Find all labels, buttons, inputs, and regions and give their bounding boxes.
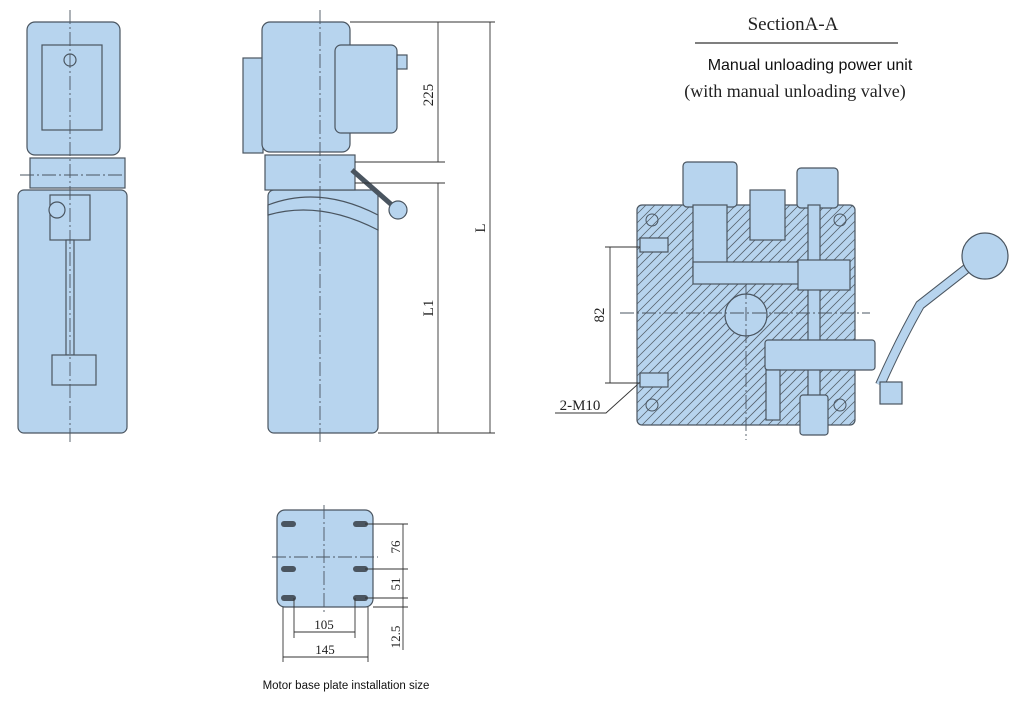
unloading-handle[interactable] — [875, 258, 979, 388]
hatch-line — [636, 204, 647, 215]
plug-bolt — [749, 189, 786, 241]
motor-end-cap — [242, 57, 264, 154]
unloading-valve — [764, 339, 876, 371]
drain-plug — [765, 369, 781, 421]
knob-icon — [48, 201, 66, 219]
dim-105: 105 — [314, 617, 334, 632]
hatch-line — [848, 418, 856, 426]
product-title: Manual unloading power unit — [708, 57, 913, 74]
hatch-line — [636, 204, 665, 233]
hatch-line — [636, 204, 656, 224]
handle-lever — [350, 168, 395, 208]
mount-hole-upper — [639, 237, 669, 253]
dim-l1: L1 — [421, 300, 437, 317]
label-2-m10: 2-M10 — [560, 398, 601, 414]
hatch-line — [830, 400, 856, 426]
handle-pivot — [879, 381, 903, 405]
handle-ball — [388, 200, 408, 220]
dim-l: L — [473, 223, 489, 232]
front-view — [17, 10, 128, 445]
tank — [267, 189, 379, 434]
junction-box — [334, 44, 398, 134]
pump-block — [264, 154, 356, 191]
side-view: 225 L1 L — [242, 10, 495, 445]
base-plate-view: 76 51 12.5 105 145 Motor base plate inst… — [263, 505, 430, 692]
pump-flange — [29, 157, 126, 189]
dim-145: 145 — [315, 642, 335, 657]
dim-82: 82 — [592, 308, 608, 323]
mounting-slots — [281, 521, 368, 601]
dim-12-5: 12.5 — [388, 626, 403, 649]
suction-filter — [51, 354, 97, 386]
tank-ridge — [267, 196, 379, 231]
base-plate-caption: Motor base plate installation size — [263, 680, 430, 692]
cable-gland — [396, 54, 408, 70]
product-subtitle: (with manual unloading valve) — [684, 81, 905, 102]
dim-76: 76 — [388, 540, 403, 554]
relief-valve-cap — [682, 161, 738, 208]
hatch-line — [636, 204, 818, 386]
base-plate — [276, 509, 374, 608]
hatch-line — [636, 204, 701, 269]
section-title: SectionA-A — [748, 14, 839, 35]
hatch-line — [636, 204, 674, 242]
check-valve — [797, 259, 851, 291]
dim-51: 51 — [388, 578, 403, 591]
mount-hole-lower — [639, 372, 669, 388]
dim-225: 225 — [421, 84, 437, 107]
vertical-channel — [807, 204, 821, 401]
bottom-plug — [799, 394, 829, 436]
handle-knob[interactable] — [961, 232, 1009, 280]
outlet-fitting — [796, 167, 839, 209]
section-view: 82 2-M10 — [555, 161, 1009, 440]
hatch-line — [839, 409, 856, 426]
